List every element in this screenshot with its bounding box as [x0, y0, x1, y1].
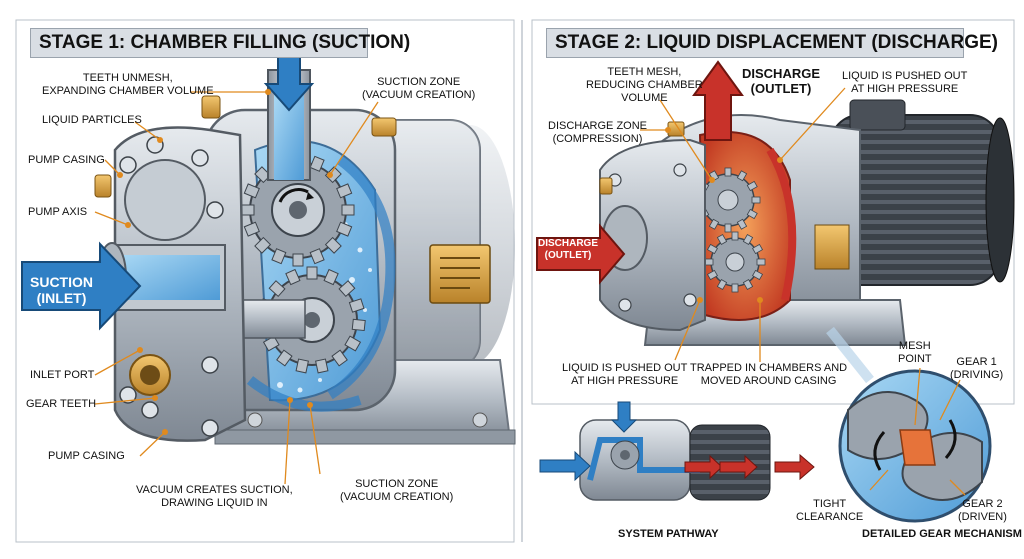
label-teeth-mesh: TEETH MESH, REDUCING CHAMBER VOLUME [586, 66, 703, 104]
label-inlet-port: INLET PORT [30, 369, 95, 381]
label-liquid-particles: LIQUID PARTICLES [42, 114, 142, 126]
label-liquid-pushed-top: LIQUID IS PUSHED OUT AT HIGH PRESSURE [842, 70, 968, 95]
label-mesh-point: MESH POINT [898, 340, 932, 365]
label-discharge-zone: DISCHARGE ZONE (COMPRESSION) [548, 120, 648, 145]
stage1-title: STAGE 1: CHAMBER FILLING (SUCTION) [30, 28, 410, 58]
label-pump-axis: PUMP AXIS [28, 206, 88, 218]
label-tight-clearance: TIGHT CLEARANCE [796, 498, 864, 523]
label-pump-casing-top: PUMP CASING [28, 154, 105, 166]
label-pump-casing-bottom: PUMP CASING [48, 450, 125, 462]
label-suction-zone-top: SUCTION ZONE (VACUUM CREATION) [362, 76, 476, 101]
discharge-outlet-top-label: DISCHARGE (OUTLET) [742, 66, 821, 96]
label-vacuum-creates: VACUUM CREATES SUCTION, DRAWING LIQUID I… [136, 484, 293, 509]
label-teeth-unmesh: TEETH UNMESH, EXPANDING CHAMBER VOLUME [42, 72, 214, 97]
gear-mechanism-caption: DETAILED GEAR MECHANISM [862, 528, 1022, 540]
label-gear1-driving: GEAR 1 (DRIVING) [950, 356, 1004, 381]
label-liquid-pushed-bottom: LIQUID IS PUSHED OUT AT HIGH PRESSURE [562, 362, 688, 387]
stage2-title: STAGE 2: LIQUID DISPLACEMENT (DISCHARGE) [546, 28, 998, 58]
system-pathway-caption: SYSTEM PATHWAY [618, 528, 719, 540]
label-gear-teeth: GEAR TEETH [26, 398, 97, 410]
label-suction-zone-bottom: SUCTION ZONE (VACUUM CREATION) [340, 478, 454, 503]
label-gear2-driven: GEAR 2 (DRIVEN) [958, 498, 1007, 523]
label-trapped-in-chambers: TRAPPED IN CHAMBERS AND MOVED AROUND CAS… [690, 362, 848, 387]
